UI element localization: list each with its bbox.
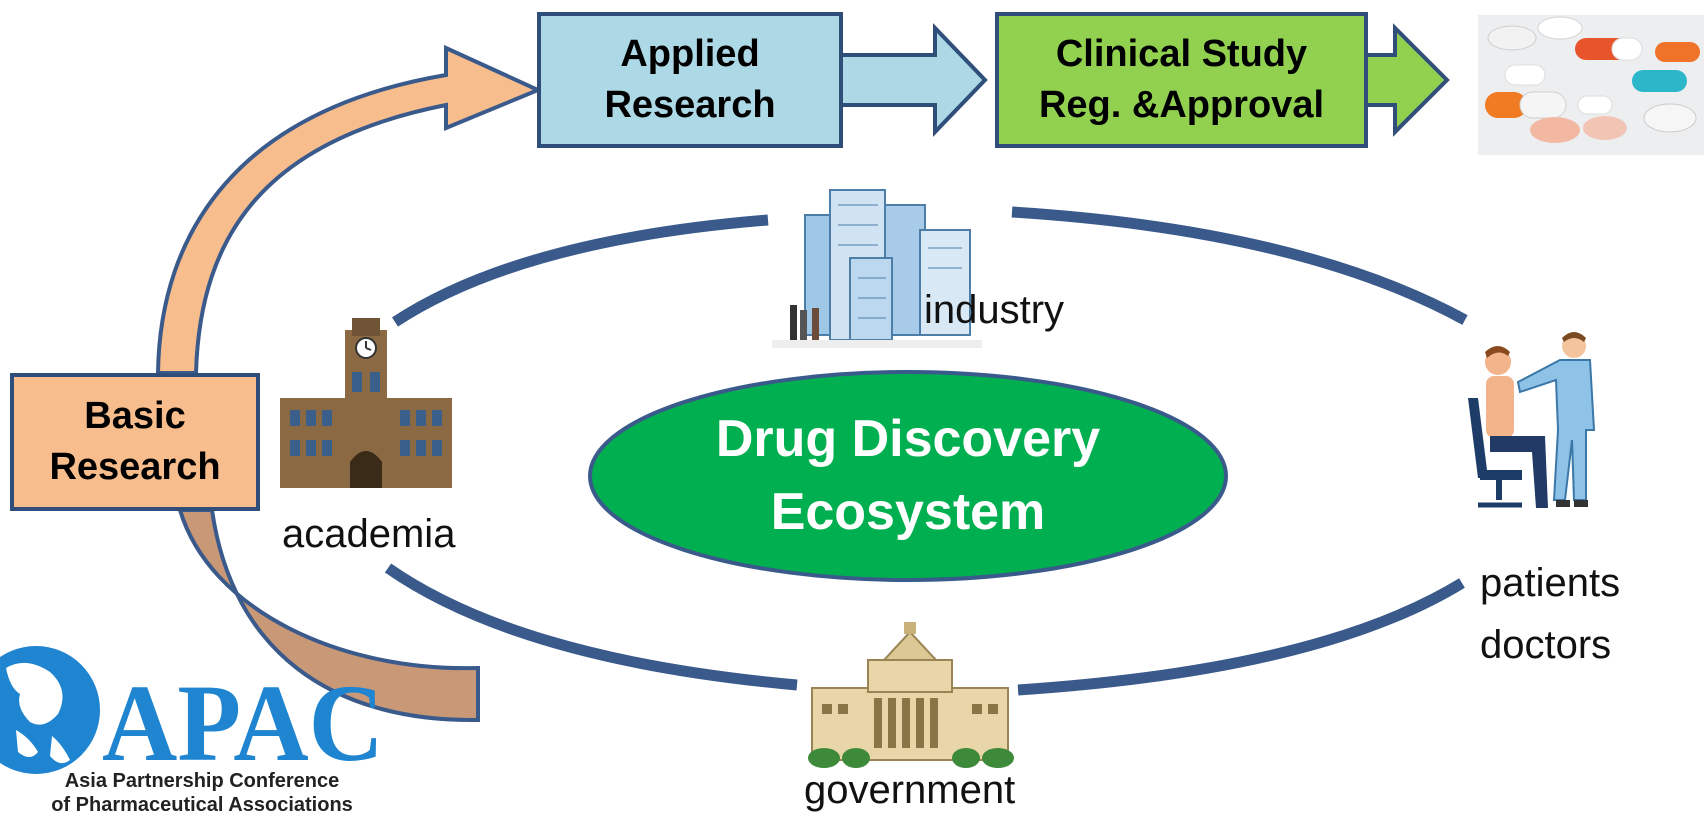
- apac-subtitle: Asia Partnership Conference of Pharmaceu…: [2, 769, 402, 817]
- apac-logo-text: APAC: [102, 672, 384, 768]
- ecosystem-title: Drug Discovery Ecosystem: [588, 370, 1228, 582]
- ring-arc-bottom-right: [1017, 578, 1465, 696]
- applied-research-box: Applied Research: [537, 12, 843, 148]
- arrow-basic-to-applied: [155, 44, 544, 375]
- basic-research-line1: Basic: [84, 394, 186, 437]
- ecosystem-title-line1: Drug Discovery: [715, 410, 1101, 469]
- globe-icon: [0, 646, 100, 774]
- industry-label: industry: [924, 288, 1065, 332]
- clinical-study-line1: Clinical Study: [1055, 32, 1308, 75]
- arrow-to-products: [1363, 23, 1450, 137]
- ring-arc-top-left: [391, 214, 769, 327]
- center-ellipse: [588, 370, 1228, 582]
- pills-image: [1478, 15, 1704, 155]
- applied-research-line1: Applied: [620, 32, 760, 75]
- basic-research-line2: Research: [49, 446, 221, 488]
- clinical-study-line2: Reg. &Approval: [1038, 84, 1325, 126]
- doctors-label: doctors: [1480, 623, 1612, 667]
- patients-label: patients: [1480, 561, 1621, 605]
- ring-arc-bottom-left: [384, 563, 798, 691]
- parliament-building-icon: [808, 622, 1014, 768]
- clinical-study-box: Clinical Study Reg. &Approval: [995, 12, 1368, 148]
- patients-doctors-label: patients doctors: [1480, 552, 1620, 676]
- academia-label: academia: [282, 512, 456, 556]
- ecosystem-title-line2: Ecosystem: [770, 483, 1046, 541]
- university-building-icon: [280, 318, 452, 488]
- arrow-to-clinical: [838, 23, 988, 137]
- apac-logo: APAC: [102, 672, 384, 768]
- apac-subtitle-line2: of Pharmaceutical Associations: [51, 794, 353, 816]
- ecosystem-ring: [384, 206, 1468, 696]
- basic-research-box: Basic Research: [10, 373, 260, 511]
- ring-arc-top-right: [1011, 206, 1468, 325]
- government-label: government: [804, 768, 1016, 812]
- doctor-patient-icon: [1468, 332, 1596, 508]
- apac-subtitle-line1: Asia Partnership Conference: [64, 770, 340, 792]
- applied-research-line2: Research: [604, 84, 776, 126]
- arrow-basic-lower: [177, 508, 480, 723]
- office-buildings-icon: [772, 189, 982, 348]
